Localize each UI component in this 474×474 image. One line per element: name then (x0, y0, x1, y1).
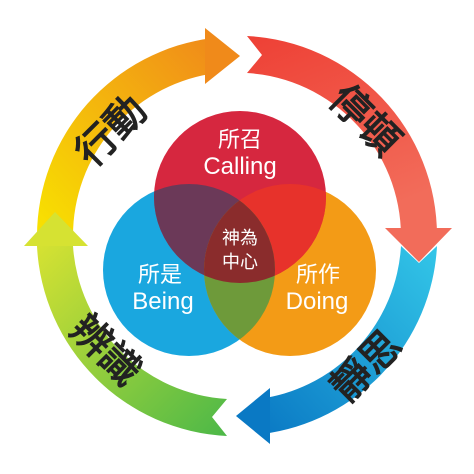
ring-arrow-top-right (247, 36, 438, 236)
being-label-en: Being (132, 288, 193, 315)
center-label-line1: 神為 (222, 228, 258, 249)
calling-label-en: Calling (203, 153, 276, 180)
center-label-line2: 中心 (222, 252, 258, 273)
calling-label-cn: 所召 (218, 128, 262, 153)
ring-arrow-bottom-left-head (24, 212, 88, 246)
doing-label-en: Doing (286, 288, 349, 315)
ring-arrow-bottom-left (37, 246, 227, 436)
being-label-cn: 所是 (138, 263, 182, 288)
ring-arrow-top-left-head (205, 28, 240, 84)
doing-label-cn: 所作 (296, 263, 340, 288)
ring-arrow-bottom-right-head (236, 388, 270, 444)
ring-arrow-bottom-right (262, 246, 437, 434)
ring-arrow-top-right-head (385, 228, 452, 262)
